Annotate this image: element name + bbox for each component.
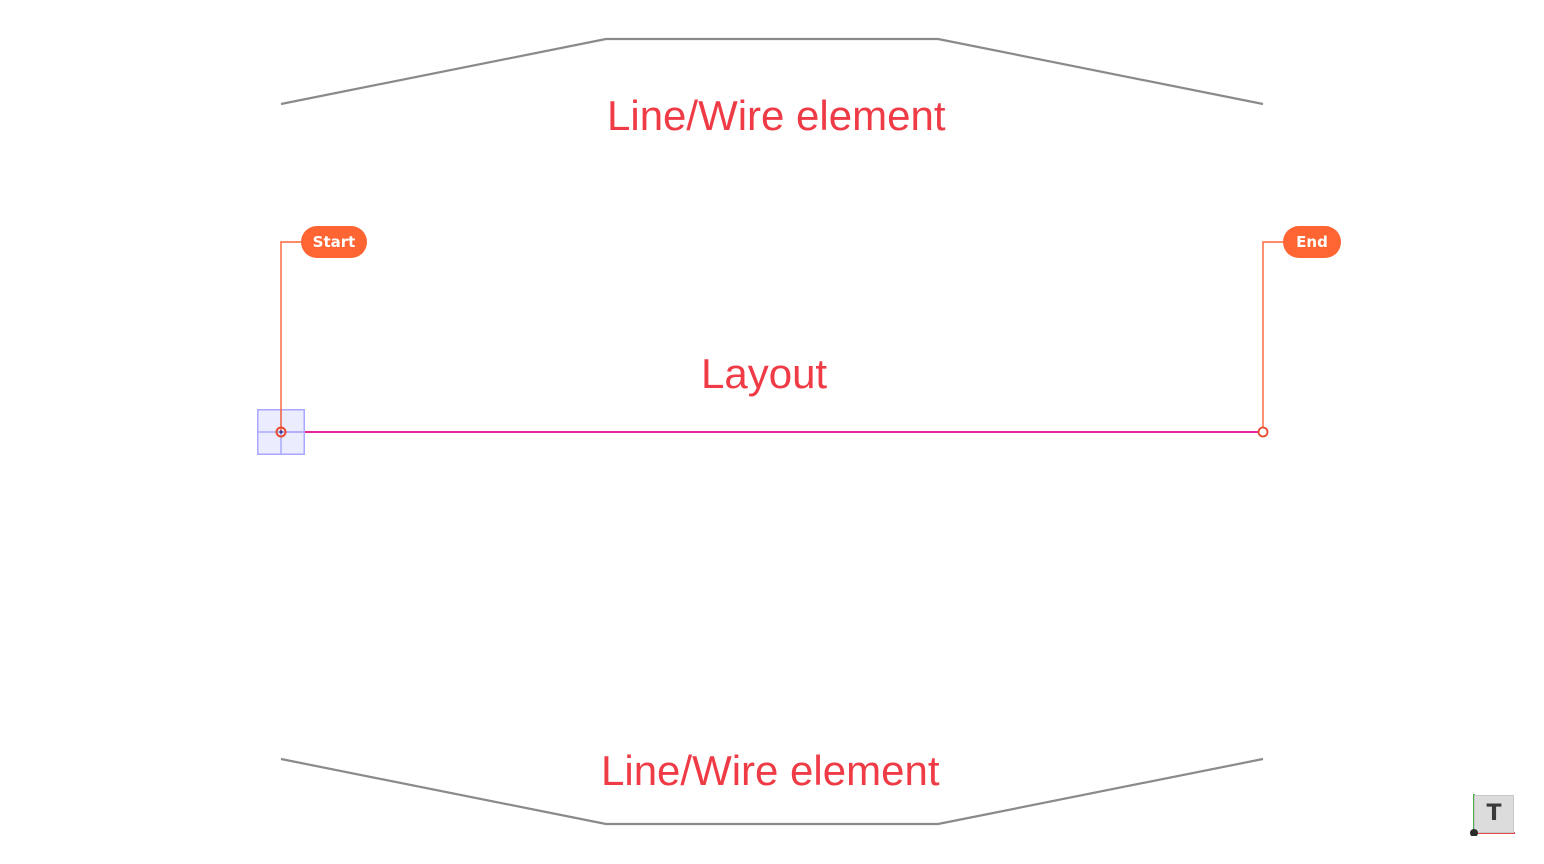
end-leader-line [1262, 241, 1283, 432]
wire-element-top[interactable] [280, 37, 1264, 106]
endpoint-circle-icon[interactable] [1257, 426, 1269, 438]
move-grip-icon [257, 409, 305, 455]
wire-element-bottom[interactable] [280, 757, 1264, 826]
start-point-handle[interactable] [257, 409, 305, 455]
layout-label: Layout [701, 350, 828, 397]
wire-element-label-bottom: Line/Wire element [601, 747, 940, 794]
start-leader-line [280, 241, 301, 432]
start-badge[interactable]: Start [301, 226, 367, 258]
view-cube-top-face[interactable]: T [1474, 795, 1514, 833]
wire-element-label-top: Line/Wire element [607, 92, 946, 139]
end-badge[interactable]: End [1283, 226, 1341, 258]
view-cube[interactable]: T [1470, 792, 1516, 836]
